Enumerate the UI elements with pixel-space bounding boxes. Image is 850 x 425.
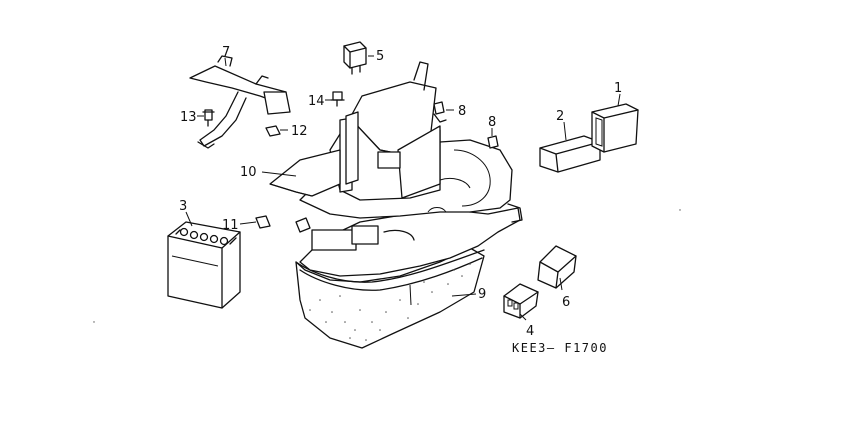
battery-box: [269, 61, 441, 201]
callout-8-upper: 8: [458, 104, 466, 119]
callout-7: 7: [222, 45, 230, 60]
callout-1: 1: [614, 81, 622, 96]
callout-5: 5: [376, 49, 384, 64]
part-12-clip: [265, 125, 281, 137]
part-8-clip-lower: [487, 135, 499, 149]
callout-3: 3: [179, 199, 187, 214]
tray-texture: [309, 263, 471, 341]
callout-14: 14: [308, 94, 325, 109]
part-5-relay: [343, 41, 367, 75]
leader-lines: [185, 55, 621, 321]
diagram-code: KEE3— F1700: [512, 341, 608, 355]
scan-dot: [679, 209, 681, 211]
part-14-bolt: [330, 91, 345, 107]
part-7-bracket: [189, 55, 291, 149]
part-8-clip-upper: [433, 101, 447, 123]
part-2-control-unit: [539, 135, 601, 173]
part-6-module: [537, 245, 577, 289]
callout-2: 2: [556, 109, 564, 124]
part-1-cover: [591, 103, 639, 153]
part-13-bolt: [202, 109, 215, 127]
callout-10: 10: [240, 165, 257, 180]
part-11-clip: [255, 215, 271, 229]
callout-12: 12: [291, 124, 308, 139]
scan-dot: [93, 321, 95, 323]
callout-labels: 1 2 3 4 5 6 7 8 8 9 10 11 12 13 14: [179, 45, 622, 339]
under-seat-tray: [295, 139, 523, 349]
callout-9: 9: [478, 287, 486, 302]
callout-4: 4: [526, 324, 534, 339]
callout-13: 13: [180, 110, 197, 125]
part-4-connector: [503, 283, 539, 319]
callout-11: 11: [222, 218, 239, 233]
callout-8-lower: 8: [488, 115, 496, 130]
callout-6: 6: [562, 295, 570, 310]
part-3-battery: [167, 221, 241, 309]
